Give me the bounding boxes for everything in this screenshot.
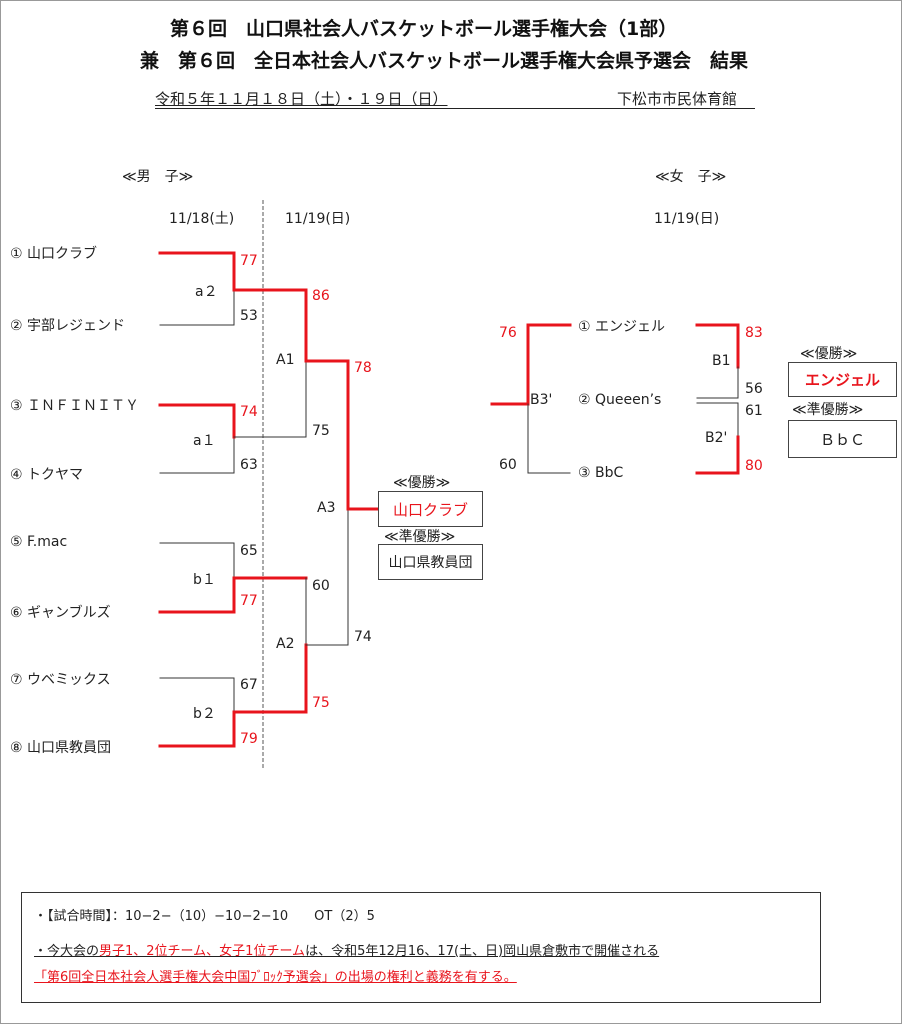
- women-runner-up-box: ＢｂＣ: [788, 420, 897, 458]
- score-a1-bot: 63: [240, 457, 258, 473]
- score-a2-top: 77: [240, 253, 258, 269]
- note-qualification-prefix: ・今大会の: [34, 944, 100, 959]
- score-B2-top: 61: [745, 403, 763, 419]
- note-qualification: ・今大会の男子1、2位チーム、女子1位チームは、令和5年12月16、17(土、日…: [34, 940, 659, 959]
- score-A3-bot: 74: [354, 629, 372, 645]
- score-b1-bot: 77: [240, 593, 258, 609]
- match-label-B3: B3': [530, 392, 553, 408]
- match-label-b1: b１: [193, 572, 216, 588]
- score-a2-bot: 53: [240, 308, 258, 324]
- note-match-time: ・【試合時間】：10−2−（10）−10−2−10 OT（2）5: [34, 909, 375, 924]
- men-day1: 11/18(土): [169, 211, 235, 227]
- men-team-4: ④ トクヤマ: [10, 467, 84, 483]
- dates-underline: [155, 108, 755, 109]
- match-label-a1: a１: [193, 433, 216, 449]
- score-B1-top: 83: [745, 325, 763, 341]
- title-line-1: 第６回 山口県社会人バスケットボール選手権大会（1部）: [170, 18, 678, 40]
- match-label-A1: A1: [276, 352, 295, 368]
- match-label-B2: B2': [705, 430, 728, 446]
- score-A1-top: 86: [312, 288, 330, 304]
- score-A2-top: 60: [312, 578, 330, 594]
- title-line-2: 兼 第６回 全日本社会人バスケットボール選手権大会県予選会 結果: [140, 50, 749, 72]
- women-team-3: ③ BbC: [578, 465, 624, 481]
- score-B3-top: 76: [499, 325, 517, 341]
- venue: 下松市市民体育館: [617, 90, 738, 108]
- score-A1-bot: 75: [312, 423, 330, 439]
- match-label-A3: A3: [317, 500, 336, 516]
- score-b1-top: 65: [240, 543, 258, 559]
- match-label-B1: B1: [712, 353, 731, 369]
- men-team-8: ⑧ 山口県教員団: [10, 740, 112, 756]
- women-day: 11/19(日): [654, 211, 720, 227]
- women-team-1: ① エンジェル: [578, 319, 666, 335]
- score-a1-top: 74: [240, 404, 258, 420]
- score-b2-bot: 79: [240, 731, 258, 747]
- event-dates: 令和５年１１月１８日（土）・１９日（日）: [155, 90, 448, 108]
- men-champion-label: ≪優勝≫: [393, 475, 451, 491]
- men-heading: ≪男 子≫: [122, 169, 194, 185]
- score-B2-bot: 80: [745, 458, 763, 474]
- men-team-1: ① 山口クラブ: [10, 246, 98, 262]
- score-B3-bot: 60: [499, 457, 517, 473]
- note-qualified-teams: 男子1、2位チーム、女子1位チーム: [99, 944, 306, 959]
- women-champion-label: ≪優勝≫: [800, 346, 858, 362]
- men-team-6: ⑥ ギャンブルズ: [10, 605, 111, 621]
- women-heading: ≪女 子≫: [655, 169, 727, 185]
- men-champion-box: 山口クラブ: [378, 491, 483, 527]
- note-tournament-name: 「第6回全日本社会人選手権大会中国ﾌﾞﾛｯｸ予選会」の出場の権利と義務を有する。: [34, 970, 517, 985]
- score-A2-bot: 75: [312, 695, 330, 711]
- score-b2-top: 67: [240, 677, 258, 693]
- match-label-b2: b２: [193, 706, 216, 722]
- match-label-a2: a２: [195, 284, 218, 300]
- women-champion-box: エンジェル: [788, 362, 897, 397]
- men-runner-up-label: ≪準優勝≫: [384, 529, 456, 545]
- men-team-3: ③ ＩＮＦＩＮＩＴＹ: [10, 398, 140, 414]
- score-B1-bot: 56: [745, 381, 763, 397]
- men-team-5: ⑤ F.mac: [10, 534, 68, 550]
- men-team-7: ⑦ ウベミックス: [10, 672, 111, 688]
- women-team-2: ② Queeen’s: [578, 392, 662, 408]
- men-runner-up-box: 山口県教員団: [378, 544, 483, 580]
- score-A3-top: 78: [354, 360, 372, 376]
- notes-box: ・【試合時間】：10−2−（10）−10−2−10 OT（2）5 ・今大会の男子…: [21, 892, 821, 1003]
- match-label-A2: A2: [276, 636, 295, 652]
- men-team-2: ② 宇部レジェンド: [10, 318, 126, 334]
- men-day2: 11/19(日): [285, 211, 351, 227]
- note-qualification-suffix: は、令和5年12月16、17(土、日)岡山県倉敷市で開催される: [305, 944, 660, 959]
- women-runner-up-label: ≪準優勝≫: [792, 402, 864, 418]
